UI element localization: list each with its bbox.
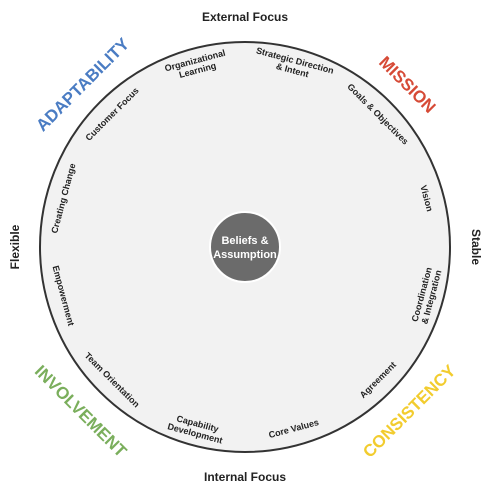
center-label-line1: Beliefs &	[221, 235, 268, 247]
axis-label-external-focus: External Focus	[202, 10, 288, 24]
center-label-line2: Assumption	[213, 249, 277, 261]
axis-label-stable: Stable	[469, 229, 483, 265]
axis-label-internal-focus: Internal Focus	[204, 470, 286, 484]
segment-label-group: Coordination& Integration	[410, 266, 444, 325]
center-disc	[209, 211, 281, 283]
axis-label-flexible: Flexible	[8, 224, 22, 269]
